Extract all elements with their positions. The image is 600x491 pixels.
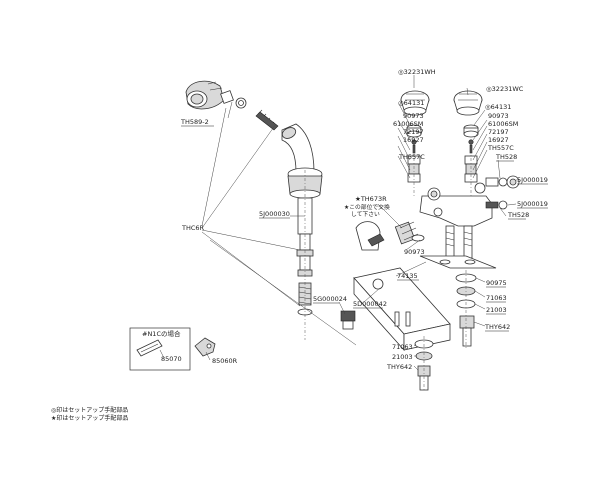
label-5j000030: 5J000030 <box>259 210 290 218</box>
fitting-th528-bot <box>485 200 508 210</box>
nut-5g000024 <box>340 310 356 330</box>
label-72197-left: 72197 <box>403 128 424 136</box>
label-5j000019-a: 5J000019 <box>517 176 548 184</box>
handle-left <box>400 90 430 116</box>
label-16927-right: 16927 <box>488 136 509 144</box>
label-21003-bottom: 21003 <box>392 353 413 361</box>
label-71063-bottom: 71063 <box>392 343 413 351</box>
n1c-case-box <box>129 327 191 371</box>
fitting-th528-top <box>485 175 520 189</box>
label-th589-2: TH589-2 <box>180 118 209 126</box>
gasket-74135 <box>419 255 497 269</box>
label-32231wh: ◎32231WH <box>398 68 436 76</box>
label-71063-right: 71063 <box>486 294 507 302</box>
label-32231wc: ◎32231WC <box>486 85 524 93</box>
label-n1c-case: #N1Cの場合 <box>142 329 181 338</box>
label-thy642-right: THY642 <box>484 323 510 331</box>
part-labels: TH589-2 THC6R 5J000030 5G000024 ◎32231WH… <box>142 68 548 371</box>
label-th528-bottom: TH528 <box>507 211 529 219</box>
mounting-plate-5d000042 <box>353 267 451 352</box>
label-90973-mid: 90973 <box>404 248 425 256</box>
valve-body <box>419 182 493 259</box>
key-85070 <box>136 339 163 357</box>
footnote-line-1: ◎印はセットアップ手配部品 <box>51 406 128 414</box>
label-90975: 90975 <box>486 279 507 287</box>
diverter-knob <box>355 221 385 251</box>
label-thy642-bottom: THY642 <box>386 363 412 371</box>
hose-spring <box>255 109 279 131</box>
label-th673r: ★TH673R <box>355 195 387 203</box>
cap-right <box>463 124 479 138</box>
handle-right <box>453 90 483 116</box>
label-85070: 85070 <box>161 355 182 363</box>
label-74135: 74135 <box>397 272 418 280</box>
label-90973-right: 90973 <box>488 112 509 120</box>
label-5j000019-b: 5J000019 <box>517 200 548 208</box>
note-replace-here: ★この部位で交換 <box>344 203 390 211</box>
label-85060r: 85060R <box>212 357 238 365</box>
label-5d000042: 5D000042 <box>353 300 387 308</box>
label-th557c-left: TH557C <box>398 153 425 161</box>
note-replace-here-2: して下さい <box>351 211 380 218</box>
cap-left <box>406 124 422 138</box>
label-64131-left: ◎64131 <box>398 99 424 107</box>
shower-head <box>185 80 234 110</box>
key-85060r <box>194 337 216 357</box>
shower-washer <box>235 97 247 109</box>
label-21003-right: 21003 <box>486 306 507 314</box>
label-72197-right: 72197 <box>488 128 509 136</box>
footnote-line-2: ★印はセットアップ手配部品 <box>51 414 128 422</box>
label-64131-right: ◎64131 <box>485 103 511 111</box>
spout <box>281 123 323 277</box>
label-16927-left: 16927 <box>403 136 424 144</box>
label-90973-left: 90973 <box>403 112 424 120</box>
spindle-th673r <box>394 221 425 245</box>
label-th528-top: TH528 <box>495 153 517 161</box>
label-5g000024: 5G000024 <box>313 295 347 303</box>
label-61006sm-left: 61006SM <box>393 120 423 128</box>
label-61006sm-right: 61006SM <box>488 120 518 128</box>
leader-lines <box>159 75 518 371</box>
label-underlines <box>181 125 548 332</box>
label-thc6r: THC6R <box>181 224 205 232</box>
label-th557c-right: TH557C <box>487 144 514 152</box>
